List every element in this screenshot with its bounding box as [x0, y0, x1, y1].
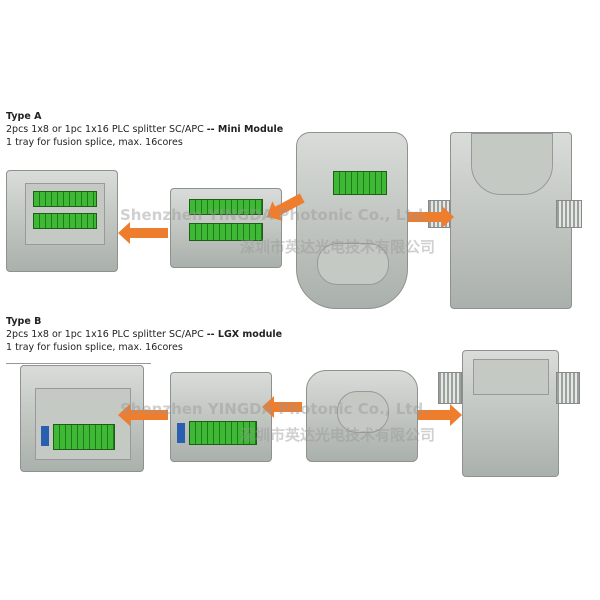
type-a-line2: 1 tray for fusion splice, max. 16cores [6, 137, 183, 148]
cable-clip [556, 200, 582, 228]
type-b-lgx-module-photo [170, 372, 272, 462]
type-a-module: -- Mini Module [206, 124, 284, 135]
arrow-left-icon [118, 222, 168, 244]
type-b-title: Type B [6, 316, 42, 327]
type-a-title: Type A [6, 111, 42, 122]
type-b-line1: 2pcs 1x8 or 1pc 1x16 PLC splitter SC/APC [6, 329, 207, 340]
watermark-en: Shenzhen YINGDA Photonic Co., Ltd. [120, 206, 429, 224]
divider [6, 363, 151, 364]
type-b-box-open-photo [20, 365, 144, 472]
type-a-tray-photo [296, 132, 408, 309]
type-b-line2: 1 tray for fusion splice, max. 16cores [6, 342, 183, 353]
type-a-caption: Type A 2pcs 1x8 or 1pc 1x16 PLC splitter… [6, 110, 283, 149]
type-b-tray-photo [306, 370, 418, 462]
type-a-empty-box-photo [450, 132, 572, 309]
cable-clip [438, 372, 462, 404]
arrow-right-icon [408, 206, 454, 228]
type-a-mini-module-photo [170, 188, 282, 268]
cable-clip [556, 372, 580, 404]
arrow-left-icon [262, 396, 302, 418]
type-b-empty-box-photo [462, 350, 559, 477]
arrow-right-icon [418, 404, 462, 426]
watermark-zh: 深圳市英达光电技术有限公司 [240, 238, 436, 256]
type-b-caption: Type B 2pcs 1x8 or 1pc 1x16 PLC splitter… [6, 315, 282, 354]
arrow-left-icon [118, 404, 168, 426]
watermark-zh: 深圳市英达光电技术有限公司 [240, 426, 436, 444]
type-b-module: -- LGX module [206, 329, 283, 340]
type-a-line1: 2pcs 1x8 or 1pc 1x16 PLC splitter SC/APC [6, 124, 207, 135]
watermark-en: Shenzhen YINGDA Photonic Co., Ltd. [120, 400, 429, 418]
type-a-box-open-photo [6, 170, 118, 272]
